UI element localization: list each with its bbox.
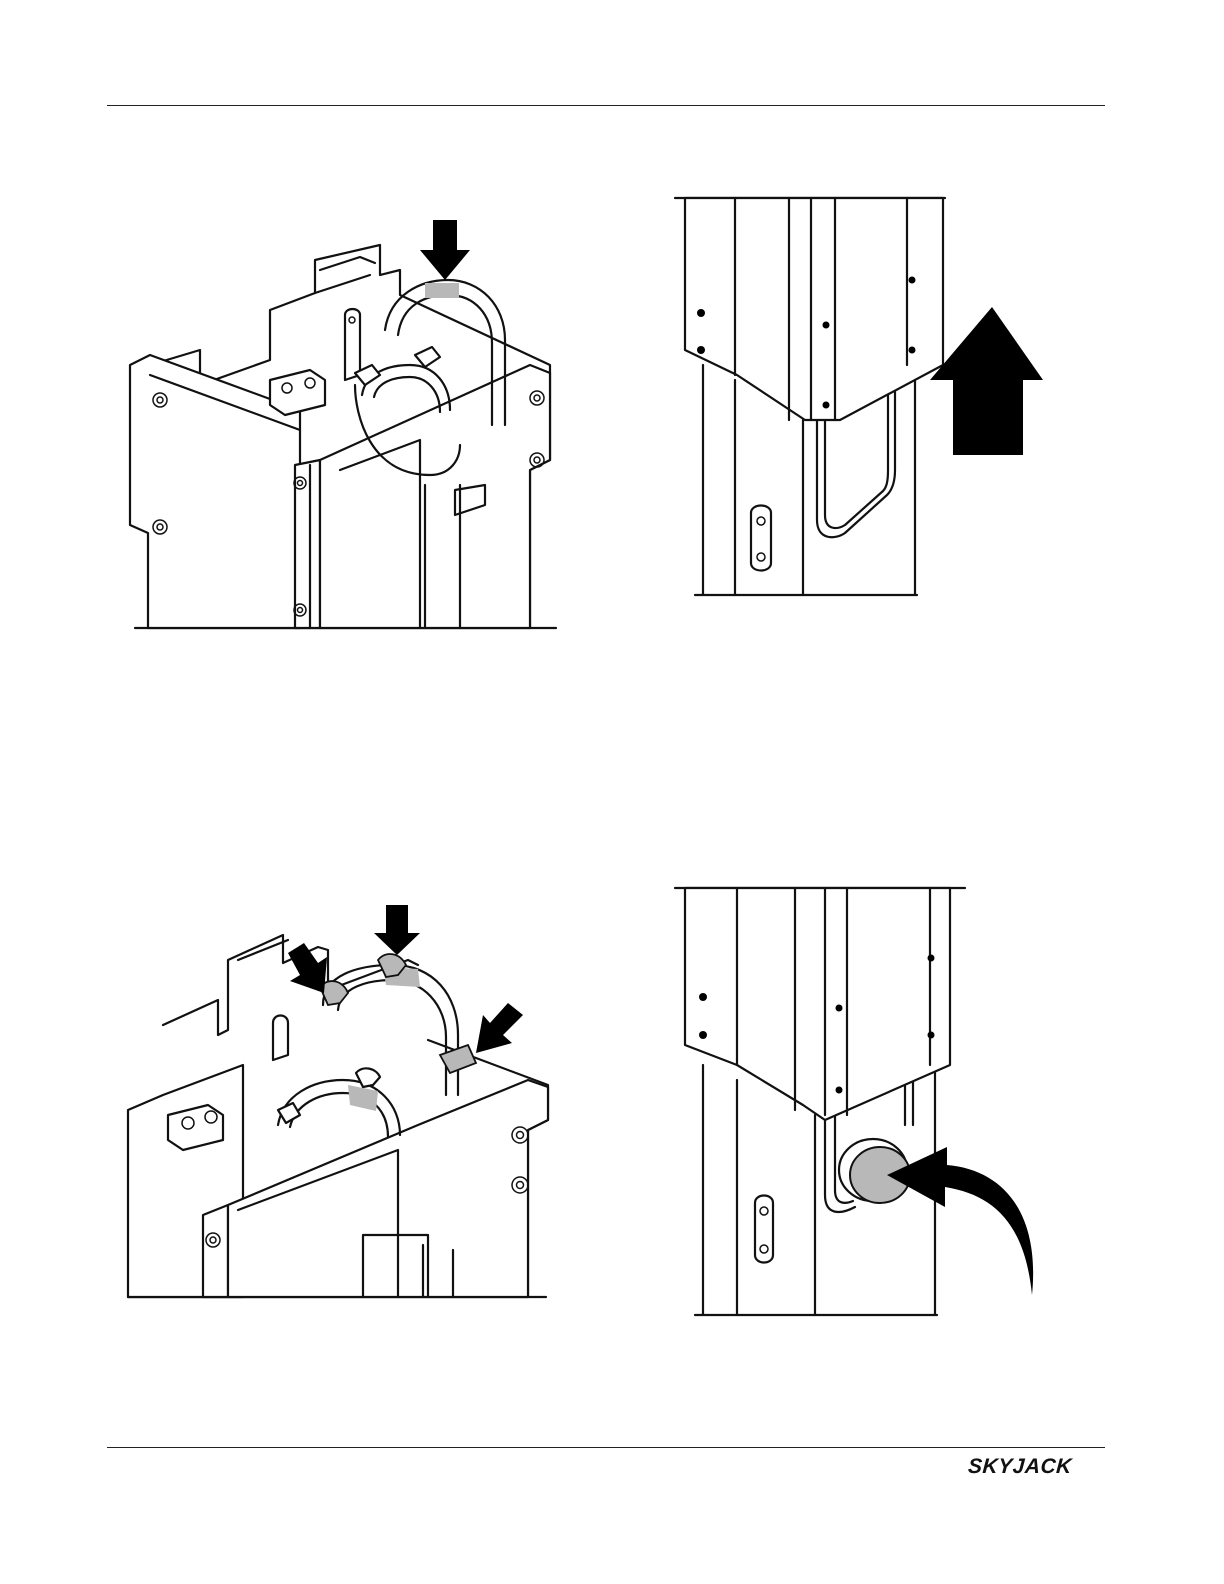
footer-rule — [107, 1447, 1105, 1448]
figure-cable-pad-curved-arrow — [675, 885, 1045, 1325]
figure-cable-loop-up-arrow — [675, 195, 1055, 605]
header-rule — [107, 105, 1105, 106]
logo-text: SKYJACK — [967, 1455, 1073, 1479]
skyjack-logo: SKYJACK — [968, 1455, 1108, 1487]
figure-cable-clamps-three-arrows — [128, 905, 553, 1300]
figure-cable-arch-isometric — [130, 215, 560, 635]
